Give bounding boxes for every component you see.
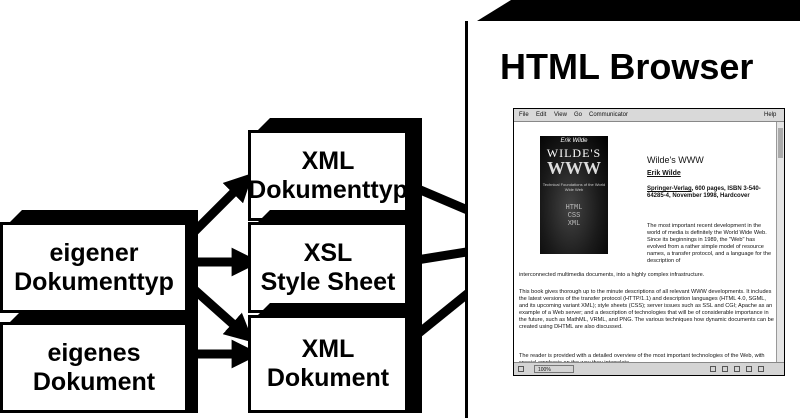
scrollbar-thumb[interactable] <box>778 128 783 158</box>
component-icon-2[interactable] <box>722 366 728 372</box>
component-icon-1[interactable] <box>710 366 716 372</box>
publisher-link[interactable]: Springer-Verlag <box>647 186 692 192</box>
zoom-level: 100% <box>534 365 574 373</box>
browser-menubar: File Edit View Go Communicator Help <box>514 109 784 122</box>
box-label-line1: eigener <box>49 238 139 267</box>
box-label-line1: eigenes <box>47 338 141 367</box>
menu-view[interactable]: View <box>554 112 567 118</box>
box-label-line1: XML <box>301 146 355 175</box>
cover-title-big: WWW <box>547 158 601 178</box>
box-xsl-style-sheet: XSL Style Sheet <box>248 210 422 313</box>
cover-author: Erik Wilde <box>560 138 588 144</box>
browser-statusbar: 100% <box>514 362 784 375</box>
menu-edit[interactable]: Edit <box>536 112 547 118</box>
box-label-line2: Dokument <box>266 364 390 392</box>
menu-communicator[interactable]: Communicator <box>589 112 629 118</box>
browser-title: HTML Browser <box>500 46 754 87</box>
box-label-line1: XML <box>301 335 355 363</box>
scrollbar[interactable] <box>776 122 784 362</box>
browser-panel-top <box>477 0 800 21</box>
menu-go[interactable]: Go <box>574 112 583 118</box>
cover-subtitle: Technical Foundations of the World Wide … <box>542 182 606 192</box>
component-icon-5[interactable] <box>758 366 764 372</box>
box-label-line2: Style Sheet <box>260 267 396 296</box>
box-label-line2: Dokumenttyp <box>248 175 408 204</box>
box-label-line1: XSL <box>303 238 353 267</box>
paragraph-1-continued: interconnected multimedia documents, int… <box>519 272 705 278</box>
author-link[interactable]: Erik Wilde <box>647 170 681 177</box>
cover-title-small: WILDE'S <box>546 146 602 160</box>
component-icon-4[interactable] <box>746 366 752 372</box>
security-icon[interactable] <box>518 366 524 372</box>
page-title: Wilde's WWW <box>647 155 704 165</box>
book-cover-image: Erik Wilde WILDE'S WWW Technical Foundat… <box>540 136 608 254</box>
cover-tags: HTML CSS XML <box>565 204 583 228</box>
box-eigenes-dokument: eigenes Dokument <box>0 310 198 413</box>
box-eigener-dokumenttyp: eigener Dokumenttyp <box>0 210 198 313</box>
box-label-line2: Dokumenttyp <box>14 267 174 296</box>
browser-screenshot: File Edit View Go Communicator Help Erik… <box>513 108 785 376</box>
menu-file[interactable]: File <box>519 112 529 118</box>
component-icon-3[interactable] <box>734 366 740 372</box>
paragraph-2: This book gives thorough up to the minut… <box>519 289 774 330</box>
publication-details: , 600 pages, ISBN 3-540-64285-4, Novembe… <box>647 186 761 199</box>
box-xml-dokumenttyp: XML Dokumenttyp <box>248 118 422 221</box>
box-label-line2: Dokument <box>32 367 156 396</box>
publication-info: Springer-Verlag, 600 pages, ISBN 3-540-6… <box>647 186 772 200</box>
box-xml-dokument: XML Dokument <box>248 303 422 413</box>
menu-help[interactable]: Help <box>764 112 777 118</box>
paragraph-1: The most important recent development in… <box>647 223 772 264</box>
